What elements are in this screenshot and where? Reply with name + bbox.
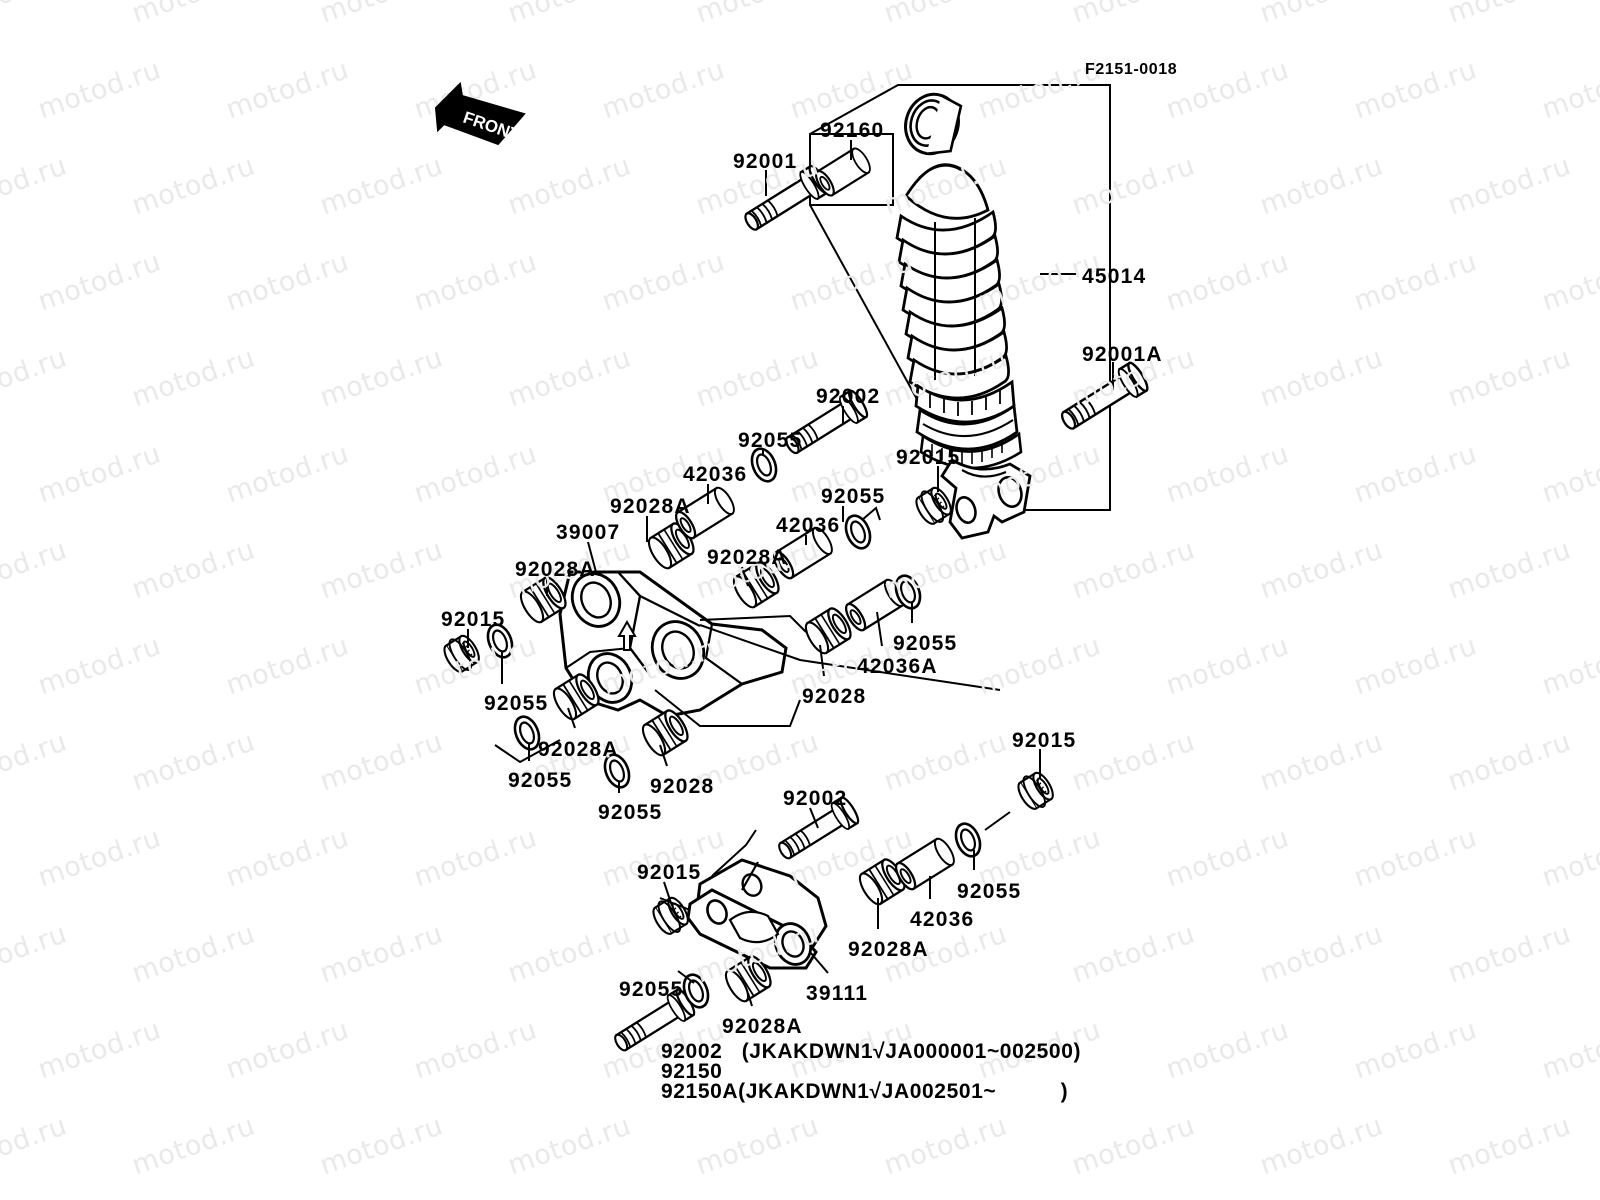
part-callout-42036[interactable]: 42036 [776, 514, 841, 537]
applicability-note-1: 92002 (JKAKDWN1√JA000001~002500) [661, 1040, 1082, 1063]
part-callout-39111[interactable]: 39111 [806, 982, 869, 1005]
assembly-guide-lines [494, 506, 1001, 764]
part-callout-92001a[interactable]: 92001A [1082, 343, 1163, 366]
oring-92055-g [950, 818, 986, 862]
part-callout-92028[interactable]: 92028 [802, 685, 867, 708]
part-callout-42036a[interactable]: 42036A [857, 655, 938, 678]
part-callout-92055[interactable]: 92055 [508, 769, 573, 792]
tie-rod-guide-lines [659, 811, 1011, 911]
applicability-note-3: 92150A(JKAKDWN1√JA002501~ ) [661, 1080, 1069, 1103]
part-callout-92055[interactable]: 92055 [738, 429, 803, 452]
sleeve-42036-tr [891, 834, 959, 894]
applicability-note-2: 92150 [661, 1060, 723, 1083]
part-callout-92055[interactable]: 92055 [598, 801, 663, 824]
part-callout-92028a[interactable]: 92028A [722, 1015, 803, 1038]
nut-92015-rocker [438, 629, 485, 678]
shock-group-outline [809, 84, 1111, 511]
part-callout-92002[interactable]: 92002 [816, 385, 881, 408]
part-callout-42036[interactable]: 42036 [910, 908, 975, 931]
part-callout-92055[interactable]: 92055 [957, 880, 1022, 903]
part-callout-92015[interactable]: 92015 [441, 608, 506, 631]
diagram-code: F2151-0018 [1085, 61, 1178, 78]
part-callout-39007[interactable]: 39007 [556, 521, 621, 544]
part-callout-92015[interactable]: 92015 [1012, 729, 1077, 752]
part-callout-42036[interactable]: 42036 [683, 463, 748, 486]
part-callout-92028a[interactable]: 92028A [610, 495, 691, 518]
label-leader-lines [467, 140, 1114, 1007]
shock-absorber-45014 [895, 92, 1032, 540]
part-callout-92055[interactable]: 92055 [484, 692, 549, 715]
part-callout-92055[interactable]: 92055 [893, 632, 958, 655]
collar-92160 [811, 144, 875, 200]
bolt-92001A [1054, 359, 1152, 438]
part-callout-92028a[interactable]: 92028A [538, 738, 619, 761]
tie-rod-39111 [686, 858, 828, 970]
part-callout-92028[interactable]: 92028 [650, 775, 715, 798]
front-direction-badge: FRONT [434, 81, 526, 146]
oring-92055-e [840, 510, 876, 554]
nut-92015-right [1012, 766, 1059, 815]
part-callout-92015[interactable]: 92015 [637, 861, 702, 884]
part-callout-92160[interactable]: 92160 [820, 119, 885, 142]
part-callout-92001[interactable]: 92001 [733, 150, 798, 173]
part-callout-92055[interactable]: 92055 [821, 485, 886, 508]
bushing-92028-b [637, 706, 693, 760]
part-callout-92028a[interactable]: 92028A [707, 546, 788, 569]
part-callout-45014[interactable]: 45014 [1082, 265, 1147, 288]
part-callout-92028a[interactable]: 92028A [515, 558, 596, 581]
part-callout-92055[interactable]: 92055 [619, 978, 684, 1001]
part-callout-92002[interactable]: 92002 [783, 787, 848, 810]
part-callout-92028a[interactable]: 92028A [848, 938, 929, 961]
part-callout-92015[interactable]: 92015 [896, 446, 961, 469]
